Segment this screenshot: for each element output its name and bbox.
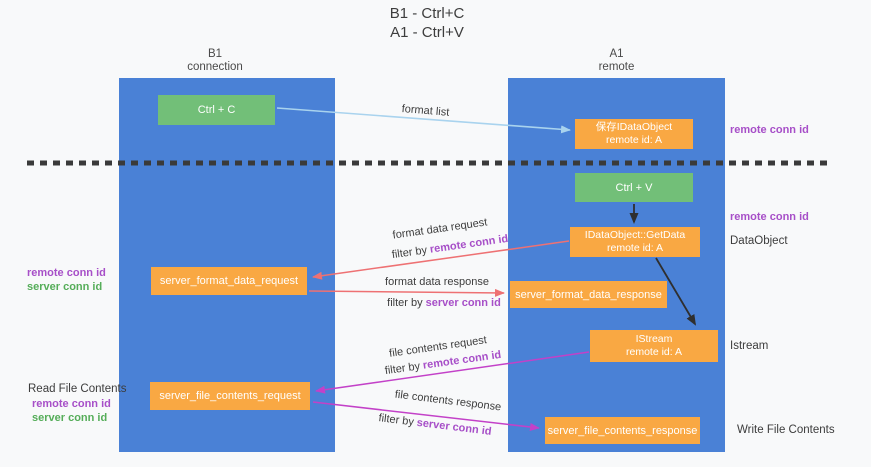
server-format-data-response-label: server_format_data_response — [515, 288, 662, 301]
file-contents-response-arrow — [312, 401, 540, 431]
ctrl-v-box: Ctrl + V — [575, 173, 693, 202]
server-format-data-response-box: server_format_data_response — [510, 281, 667, 308]
conn-id-block-bottom: remote conn id server conn id — [32, 397, 111, 425]
save-idataobject-line2: remote id: A — [605, 134, 663, 146]
getdata-line1: IDataObject::GetData — [584, 229, 686, 241]
server-conn-id-key: server conn id — [425, 297, 501, 309]
dataobject-label: DataObject — [730, 235, 788, 247]
istream-line1: IStream — [635, 333, 673, 345]
format-data-response-arrow — [308, 288, 505, 297]
write-file-contents-label: Write File Contents — [737, 424, 835, 436]
format-data-request-arrow — [312, 240, 570, 280]
ctrl-v-label: Ctrl + V — [615, 181, 653, 194]
lifeline-b1-role: connection — [187, 61, 243, 73]
read-file-contents-label: Read File Contents — [28, 383, 127, 395]
filter-by-text: filter by — [387, 297, 423, 309]
file-contents-request-arrow — [315, 351, 590, 394]
server-file-contents-response-label: server_file_contents_response — [547, 424, 698, 437]
getdata-to-istream-arrow — [655, 257, 697, 326]
ctrl-c-box: Ctrl + C — [158, 95, 275, 125]
diagram-title: B1 - Ctrl+C A1 - Ctrl+V — [292, 4, 562, 42]
remote-conn-id-label-left-bottom: remote conn id — [32, 398, 111, 410]
lifeline-header-b1: B1 connection — [107, 48, 323, 74]
getdata-box: IDataObject::GetData remote id: A — [570, 227, 700, 257]
remote-conn-id-label-left-mid: remote conn id — [27, 267, 106, 279]
lifeline-header-a1: A1 remote — [508, 48, 725, 74]
istream-box: IStream remote id: A — [590, 330, 718, 362]
istream-side-label: Istream — [730, 340, 769, 352]
lifeline-b1-name: B1 — [207, 48, 223, 60]
lifeline-a1-role: remote — [598, 61, 635, 73]
remote-conn-id-label-mid: remote conn id — [730, 211, 809, 223]
server-file-contents-response-box: server_file_contents_response — [545, 417, 700, 444]
server-format-data-request-label: server_format_data_request — [159, 275, 299, 287]
lifeline-a1-name: A1 — [609, 48, 624, 60]
format-list-arrow — [276, 107, 571, 134]
format-data-response-text: format data response — [385, 276, 489, 288]
save-idataobject-box: 保存IDataObject remote id: A — [575, 119, 693, 149]
server-file-contents-request-label: server_file_contents_request — [159, 390, 301, 402]
ctrl-c-label: Ctrl + C — [197, 104, 236, 116]
getdata-line2: remote id: A — [606, 242, 664, 254]
server-conn-id-label-left-bottom: server conn id — [32, 412, 108, 424]
format-data-response-label: format data response — [385, 276, 489, 288]
title-line-1: B1 - Ctrl+C — [389, 5, 465, 22]
title-line-2: A1 - Ctrl+V — [390, 24, 464, 41]
server-file-contents-request-box: server_file_contents_request — [150, 382, 310, 410]
remote-conn-id-label-top: remote conn id — [730, 124, 809, 136]
save-idataobject-line1: 保存IDataObject — [595, 121, 673, 133]
server-format-data-request-box: server_format_data_request — [151, 267, 307, 295]
istream-line2: remote id: A — [625, 346, 683, 358]
server-conn-id-label-left-mid: server conn id — [27, 281, 103, 293]
conn-id-block-mid: remote conn id server conn id — [27, 266, 106, 294]
